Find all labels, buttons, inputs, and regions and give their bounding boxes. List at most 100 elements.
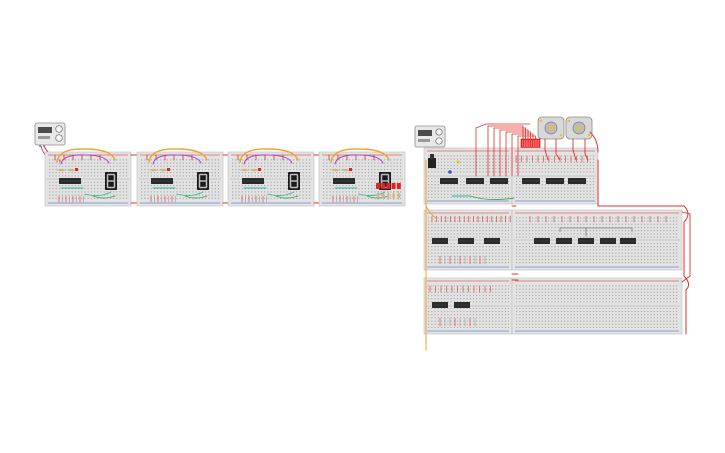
breadboard-right-top-left[interactable] <box>423 147 513 205</box>
resistor[interactable] <box>341 168 350 172</box>
resistor-body <box>397 193 400 198</box>
logic-ic-top-2[interactable] <box>466 178 484 184</box>
led-bar-graph[interactable] <box>520 138 541 149</box>
data-wire-green <box>366 195 390 199</box>
hole-block-top <box>427 216 509 238</box>
breadboard-right-bottom-right[interactable] <box>511 277 683 335</box>
resistor-body <box>59 168 64 172</box>
data-wire-green <box>92 195 116 199</box>
arc-wire-orange <box>239 148 299 163</box>
led-resistor[interactable] <box>376 191 380 200</box>
resistor[interactable] <box>57 168 66 172</box>
clock-wire-orange <box>425 205 437 219</box>
bus-wire <box>487 125 524 177</box>
output-led[interactable] <box>381 183 386 189</box>
seven-segment-display[interactable] <box>197 172 209 190</box>
logic-ic-mid-3[interactable] <box>484 238 500 244</box>
hole-block-bottom <box>515 242 679 264</box>
led-resistor[interactable] <box>382 191 385 200</box>
bus-wire <box>493 127 526 177</box>
resistor-body <box>161 168 166 172</box>
bus-wire <box>511 133 534 177</box>
hole-block-bottom <box>427 308 509 328</box>
resistor-body <box>382 193 385 198</box>
bus-wire <box>505 131 531 177</box>
resistor-body <box>376 193 380 198</box>
resistor-body <box>392 193 395 198</box>
motor-feed-wire <box>584 138 589 161</box>
motor-1[interactable] <box>537 116 565 140</box>
signal-wire-green <box>469 195 515 201</box>
logic-ic-top-3[interactable] <box>490 178 508 184</box>
logic-ic-mid-6[interactable] <box>578 238 594 244</box>
motor-2[interactable] <box>565 116 593 140</box>
resistor[interactable] <box>331 168 340 172</box>
counter-ic[interactable] <box>242 178 264 184</box>
status-led[interactable] <box>349 168 352 171</box>
led-resistor[interactable] <box>387 191 390 200</box>
capacitor[interactable] <box>448 170 452 174</box>
output-led[interactable] <box>396 183 401 189</box>
led-resistor[interactable] <box>397 191 400 200</box>
resistor[interactable] <box>67 168 76 172</box>
counter-module-3[interactable] <box>227 148 321 207</box>
resistor-body <box>387 193 390 198</box>
logic-ic-mid-7[interactable] <box>600 238 616 244</box>
logic-ic-mid-4[interactable] <box>534 238 550 244</box>
logic-ic-top-4[interactable] <box>522 178 540 184</box>
voltage-regulator[interactable] <box>428 158 436 168</box>
output-led[interactable] <box>376 183 380 189</box>
resistor-body <box>252 168 257 172</box>
led-resistor[interactable] <box>392 191 395 200</box>
logic-ic-top-6[interactable] <box>568 178 586 184</box>
resistor-body <box>333 168 338 172</box>
seven-segment-display[interactable] <box>288 172 300 190</box>
resistor-body <box>151 168 156 172</box>
bus-wire <box>517 135 536 177</box>
counter-module-2[interactable] <box>136 148 230 207</box>
status-led[interactable] <box>167 168 170 171</box>
logic-ic-bottom-2[interactable] <box>454 302 470 308</box>
left-power-supply[interactable] <box>34 122 66 147</box>
breadboard-right-top-right[interactable] <box>511 147 599 205</box>
counter-ic[interactable] <box>151 178 173 184</box>
logic-ic-bottom-1[interactable] <box>432 302 448 308</box>
right-power-supply[interactable] <box>414 125 446 148</box>
hole-block-top <box>515 154 595 174</box>
led-group[interactable] <box>376 183 401 200</box>
logic-ic-mid-1[interactable] <box>432 238 448 244</box>
resistor[interactable] <box>159 168 168 172</box>
data-wire-teal <box>267 191 295 197</box>
arc-wire-orange <box>56 148 116 163</box>
counter-ic[interactable] <box>333 178 355 184</box>
regulator-tab <box>430 154 434 159</box>
resistor[interactable] <box>240 168 249 172</box>
logic-ic-mid-8[interactable] <box>620 238 636 244</box>
output-led[interactable] <box>391 183 396 189</box>
resistor[interactable] <box>149 168 158 172</box>
bus-bracket <box>559 227 633 233</box>
hole-block-top <box>427 154 509 174</box>
seven-segment-display[interactable] <box>105 172 117 190</box>
logic-ic-mid-2[interactable] <box>458 238 474 244</box>
logic-ic-top-5[interactable] <box>546 178 564 184</box>
status-led[interactable] <box>258 168 261 171</box>
motor-feed-wire <box>589 131 599 153</box>
logic-ic-top-1[interactable] <box>440 178 458 184</box>
counter-module-4[interactable] <box>318 148 406 207</box>
output-led[interactable] <box>386 183 391 189</box>
bus-wire <box>499 129 529 177</box>
left-breadboard-strip <box>44 148 406 207</box>
right-wiring <box>425 123 691 351</box>
data-wire-green <box>275 195 299 199</box>
indicator-led[interactable] <box>456 160 460 164</box>
status-led[interactable] <box>75 168 78 171</box>
counter-ic[interactable] <box>59 178 81 184</box>
resistor[interactable] <box>250 168 259 172</box>
right-breadboard-grid <box>423 147 683 335</box>
logic-ic-mid-5[interactable] <box>556 238 572 244</box>
data-wire-green <box>184 195 208 199</box>
counter-module-1[interactable] <box>44 148 138 207</box>
